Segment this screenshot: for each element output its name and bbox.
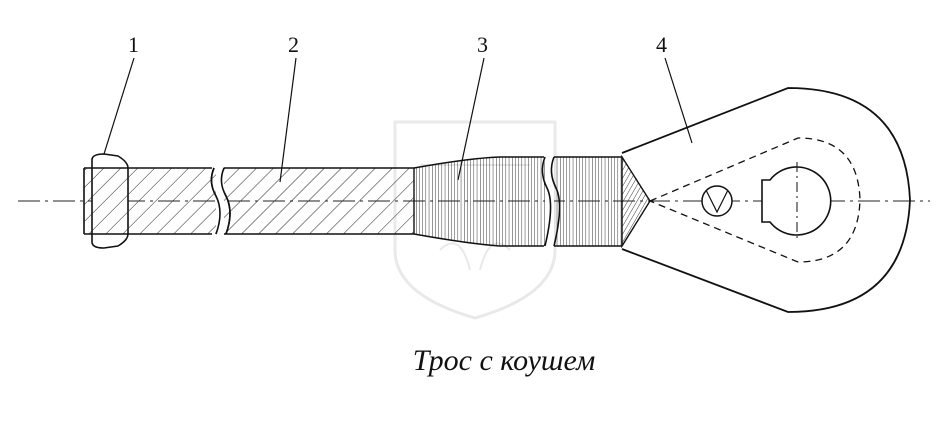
end-cap-part	[83, 153, 218, 249]
figure-caption: Трос с коушем	[412, 344, 596, 377]
callout-label-1: 1	[128, 32, 139, 57]
callout-label-4: 4	[656, 32, 667, 57]
callout-label-2: 2	[288, 32, 299, 57]
splice-part	[413, 154, 651, 249]
rope-body-part	[84, 167, 414, 235]
leader-lines	[103, 57, 693, 183]
thimble-part	[621, 87, 911, 313]
callout-label-3: 3	[477, 32, 488, 57]
